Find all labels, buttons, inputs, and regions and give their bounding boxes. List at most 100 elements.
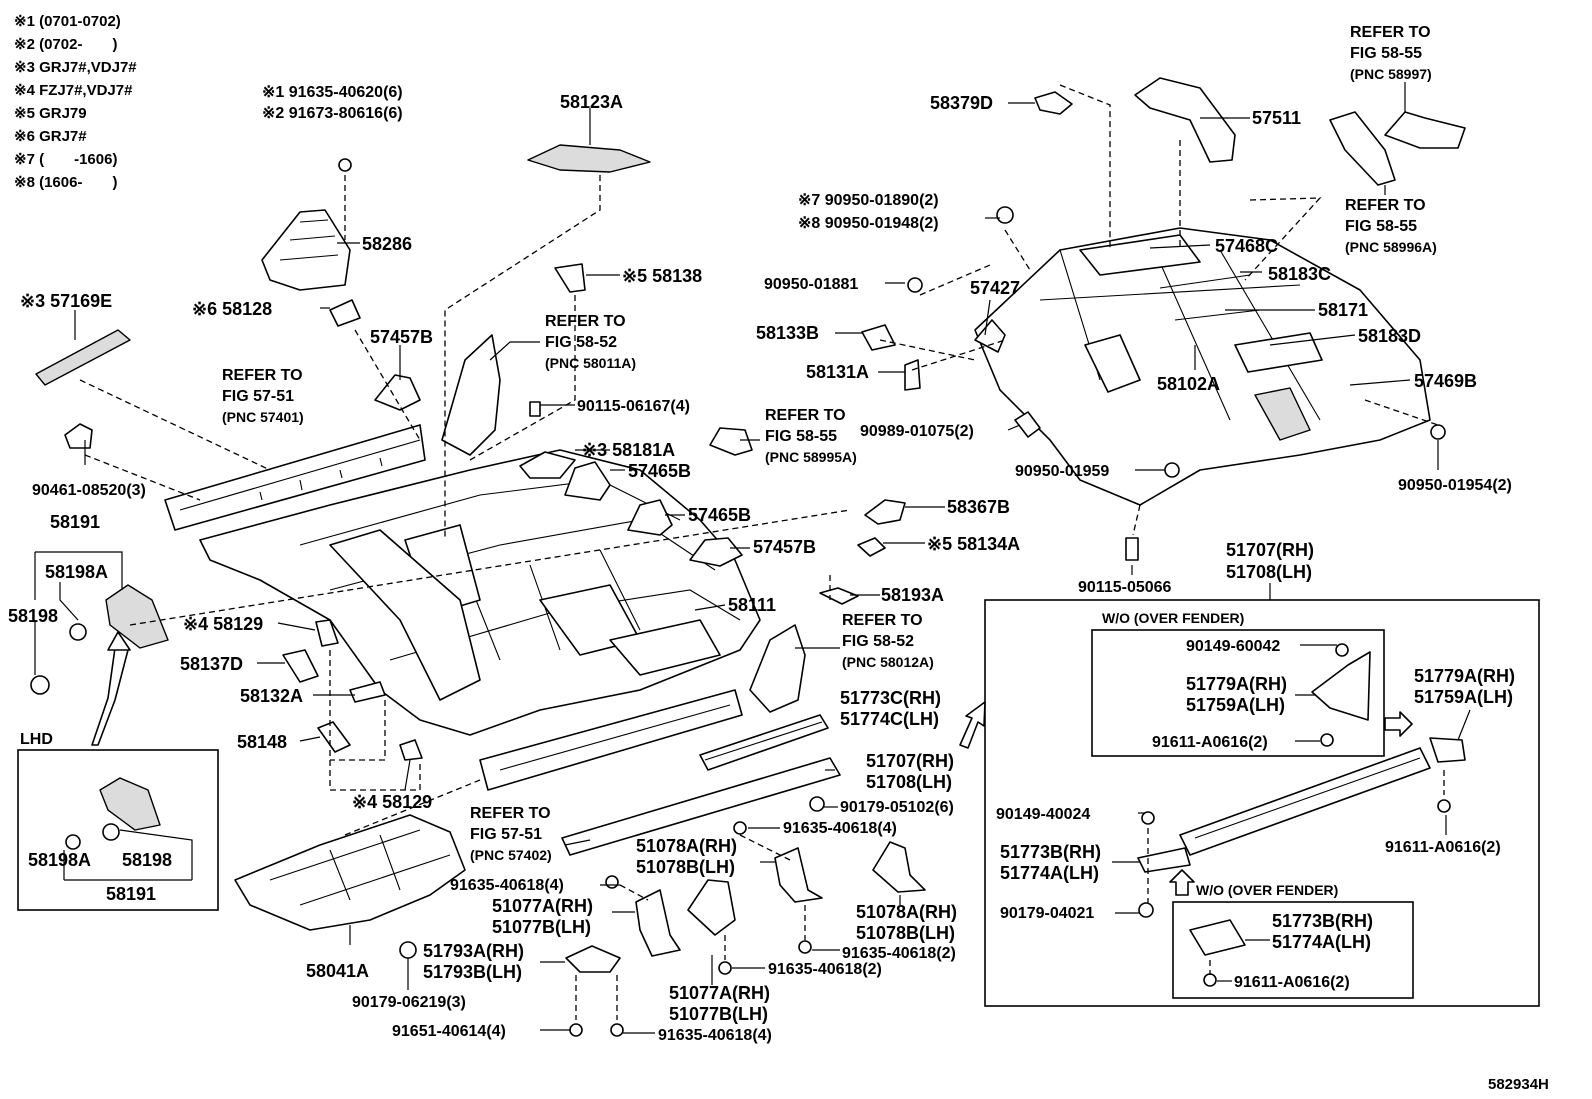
label-51078B-b: 51078B(LH): [856, 923, 955, 943]
rear-floor-pan-58102A: [974, 227, 1431, 506]
label-58181A: ※3 58181A: [582, 440, 675, 460]
label-58111: 58111: [728, 595, 776, 615]
label-91651-40614: 91651-40614(4): [392, 1023, 506, 1040]
notes-legend: ※1 (0701-0702) ※2 (0702- ) ※3 GRJ7#,VDJ7…: [14, 13, 137, 191]
label-refer-5855c-3: (PNC 58995A): [765, 449, 857, 465]
part-58181A: [519, 451, 576, 479]
label-90950-01954: 90950-01954(2): [1398, 477, 1512, 494]
note-7: ※7 ( -1606): [14, 151, 117, 168]
label-refer-5751b-1: REFER TO: [470, 805, 551, 822]
label-90179-04021: 90179-04021: [1000, 905, 1094, 922]
label-58123A: 58123A: [560, 92, 623, 112]
label-90950-01948: ※8 90950-01948(2): [798, 215, 939, 232]
note-5: ※5 GRJ79: [14, 105, 87, 122]
label-90461-08520: 90461-08520(3): [32, 482, 146, 499]
label-58193A: 58193A: [881, 585, 944, 605]
label-refer-5855a-3: (PNC 58997): [1350, 66, 1432, 82]
label-90149-40024: 90149-40024: [996, 806, 1090, 823]
label-57457B-lower: 57457B: [753, 537, 816, 557]
label-51774A-b: 51774A(LH): [1272, 932, 1371, 952]
label-90989-01075: 90989-01075(2): [860, 423, 974, 440]
label-51779A-b: 51779A(RH): [1414, 666, 1515, 686]
label-51793B: 51793B(LH): [423, 962, 522, 982]
label-58137D: 58137D: [180, 654, 243, 674]
label-58171: 58171: [1318, 300, 1368, 320]
label-90149-60042: 90149-60042: [1186, 638, 1280, 655]
label-51773B-a: 51773B(RH): [1000, 842, 1101, 862]
lhd-detail: [17, 631, 219, 911]
side-sill-left: [164, 424, 426, 531]
part-57169E: [35, 329, 131, 386]
label-58133B: 58133B: [756, 323, 819, 343]
label-51774A-a: 51774A(LH): [1000, 863, 1099, 883]
wo-over-fender-box-1: [1091, 629, 1385, 757]
label-51078A-b: 51078A(RH): [856, 902, 957, 922]
label-lhd: LHD: [20, 731, 53, 748]
label-refer-5855c-2: FIG 58-55: [765, 428, 837, 445]
label-91611-A0616-a: 91611-A0616(2): [1152, 734, 1268, 751]
label-58198A-b: 58198A: [28, 850, 91, 870]
label-refer-5751a-2: FIG 57-51: [222, 388, 294, 405]
note-6: ※6 GRJ7#: [14, 128, 87, 145]
label-refer-5855a-2: FIG 58-55: [1350, 45, 1422, 62]
label-91635-40618-d: 91635-40618(2): [768, 961, 882, 978]
label-58286: 58286: [362, 234, 412, 254]
label-90950-01881: 90950-01881: [764, 276, 858, 293]
wo-over-fender-box-2: [1172, 901, 1414, 999]
label-refer-5252b-3: (PNC 58012A): [842, 654, 934, 670]
label-58131A: 58131A: [806, 362, 869, 382]
label-refer-5855c-1: REFER TO: [765, 407, 846, 424]
label-91673-80616: ※2 91673-80616(6): [262, 105, 403, 122]
label-58198A-a: 58198A: [45, 562, 108, 582]
rear-small-parts: [861, 77, 1466, 561]
label-90179-06219: 90179-06219(3): [352, 994, 466, 1011]
label-refer-5855b-1: REFER TO: [1345, 197, 1426, 214]
label-51779A-a: 51779A(RH): [1186, 674, 1287, 694]
lhd-box: [17, 749, 219, 911]
label-51774C: 51774C(LH): [840, 709, 939, 729]
label-51759A-a: 51759A(LH): [1186, 695, 1285, 715]
note-8: ※8 (1606- ): [14, 174, 117, 191]
label-58367B: 58367B: [947, 497, 1010, 517]
label-91611-A0616-b: 91611-A0616(2): [1385, 839, 1501, 856]
label-90950-01959: 90950-01959: [1015, 463, 1109, 480]
label-58129-b: ※4 58129: [352, 792, 432, 812]
label-58183D: 58183D: [1358, 326, 1421, 346]
label-51077A-b: 51077A(RH): [669, 983, 770, 1003]
label-58129-a: ※4 58129: [183, 614, 263, 634]
label-57465B-a: 57465B: [628, 461, 691, 481]
dashed-assembly-lines: [79, 84, 1445, 1020]
label-refer-5751a-1: REFER TO: [222, 367, 303, 384]
label-57457B-upper: 57457B: [370, 327, 433, 347]
label-90115-05066: 90115-05066: [1078, 579, 1172, 596]
label-51773B-b: 51773B(RH): [1272, 911, 1373, 931]
label-91611-A0616-c: 91611-A0616(2): [1234, 974, 1350, 991]
label-58198-b: 58198: [122, 850, 172, 870]
label-57468C: 57468C: [1215, 236, 1278, 256]
label-57169E: ※3 57169E: [20, 291, 112, 311]
part-58138: [554, 263, 586, 293]
label-58134A: ※5 58134A: [927, 534, 1020, 554]
label-refer-5751b-2: FIG 57-51: [470, 826, 542, 843]
label-51078B-a: 51078B(LH): [636, 857, 735, 877]
part-57457B-upper: [374, 374, 421, 411]
step-brackets: [565, 821, 926, 1037]
front-floor-pan-58111: [199, 449, 761, 736]
step-51707: [561, 714, 841, 856]
label-91635-40618-e: 91635-40618(2): [842, 945, 956, 962]
label-refer-5751a-3: (PNC 57401): [222, 409, 304, 425]
label-51708-b: 51708(LH): [1226, 562, 1312, 582]
label-refer-5252a-2: FIG 58-52: [545, 334, 617, 351]
label-51077B-a: 51077B(LH): [492, 917, 591, 937]
label-58191-a: 58191: [50, 512, 100, 532]
note-2: ※2 (0702- ): [14, 36, 117, 53]
label-51759A-b: 51759A(LH): [1414, 687, 1513, 707]
part-58123A: [527, 144, 651, 173]
label-91635-40618-c: 91635-40618(4): [658, 1027, 772, 1044]
note-3: ※3 GRJ7#,VDJ7#: [14, 59, 137, 76]
label-57427: 57427: [970, 278, 1020, 298]
label-refer-5855a-1: REFER TO: [1350, 24, 1431, 41]
label-58138: ※5 58138: [622, 266, 702, 286]
label-58128: ※6 58128: [192, 299, 272, 319]
